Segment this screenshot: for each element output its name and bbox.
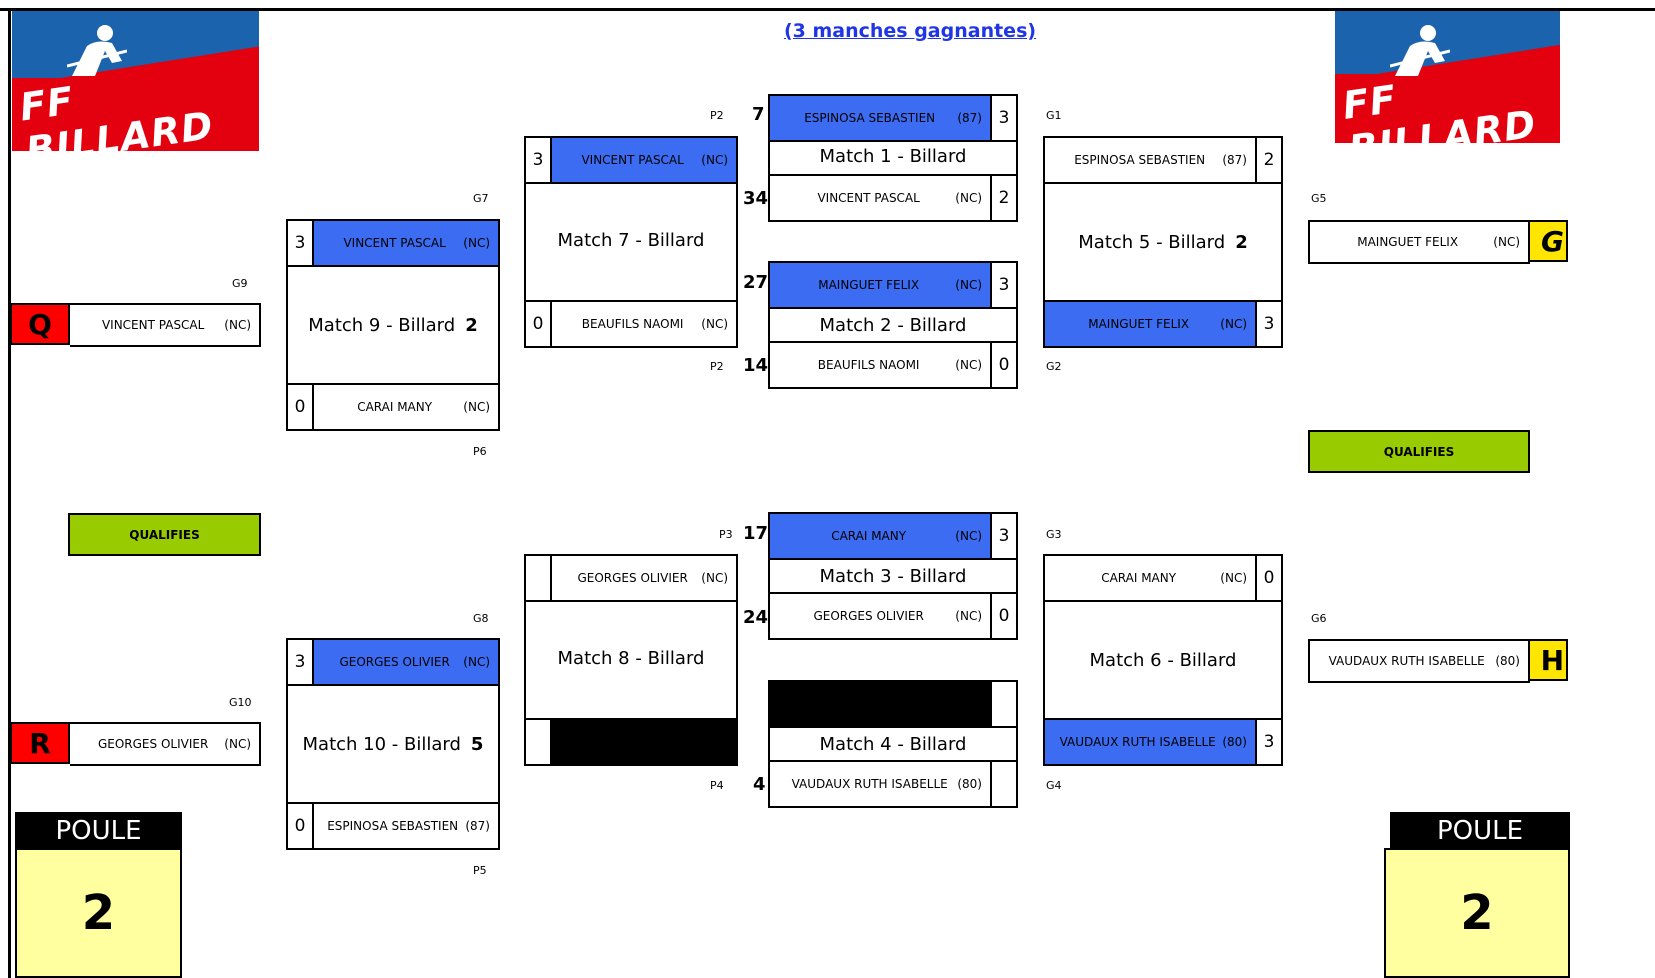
match-1-box: ESPINOSA SEBASTIEN(87) 3 Match 1 - Billa… bbox=[768, 94, 1018, 222]
match-8-box: GEORGES OLIVIER(NC) Match 8 - Billard bbox=[524, 554, 738, 766]
seed-17: 17 bbox=[743, 523, 769, 544]
match-3-box: CARAI MANY(NC) 3 Match 3 - Billard GEORG… bbox=[768, 512, 1018, 640]
match-10-bottom-player[interactable]: 0 ESPINOSA SEBASTIEN(87) bbox=[288, 802, 498, 848]
match-2-box: MAINGUET FELIX(NC) 3 Match 2 - Billard B… bbox=[768, 261, 1018, 389]
frame-top-border bbox=[0, 8, 1655, 11]
tag-g1: G1 bbox=[1046, 109, 1062, 122]
tag-g2: G2 bbox=[1046, 360, 1062, 373]
match-8-label: Match 8 - Billard bbox=[557, 648, 705, 669]
result-letter-h: H bbox=[1528, 639, 1568, 681]
match-3-bottom-player[interactable]: GEORGES OLIVIER(NC) 0 bbox=[770, 592, 1016, 638]
tag-p2-bottom: P2 bbox=[710, 360, 724, 373]
ffbillard-logo-right: FF BILLARD bbox=[1335, 11, 1560, 143]
match-2-label: Match 2 - Billard bbox=[819, 315, 967, 336]
match-8-bottom-player[interactable] bbox=[526, 718, 736, 764]
seed-14: 14 bbox=[743, 355, 769, 376]
tag-p3: P3 bbox=[719, 528, 733, 541]
seed-34: 34 bbox=[743, 188, 769, 209]
match-5-box: ESPINOSA SEBASTIEN(87) 2 Match 5 - Billa… bbox=[1043, 136, 1283, 348]
result-letter-r: R bbox=[10, 722, 70, 764]
qualifies-badge-right: QUALIFIES bbox=[1308, 430, 1530, 473]
result-g-player[interactable]: MAINGUET FELIX(NC) bbox=[1308, 220, 1530, 264]
tag-g4: G4 bbox=[1046, 779, 1062, 792]
match-10-box: 3 GEORGES OLIVIER(NC) Match 10 - Billard… bbox=[286, 638, 500, 850]
match-2-bottom-player[interactable]: BEAUFILS NAOMI(NC) 0 bbox=[770, 341, 1016, 387]
tag-g10: G10 bbox=[229, 696, 252, 709]
tag-p6: P6 bbox=[473, 445, 487, 458]
tag-g5: G5 bbox=[1311, 192, 1327, 205]
match-7-top-player[interactable]: 3 VINCENT PASCAL(NC) bbox=[526, 138, 736, 184]
match-6-bottom-player[interactable]: VAUDAUX RUTH ISABELLE(80) 3 bbox=[1045, 718, 1281, 764]
seed-24: 24 bbox=[743, 607, 769, 628]
match-8-top-player[interactable]: GEORGES OLIVIER(NC) bbox=[526, 556, 736, 602]
poule-label-right: POULE bbox=[1390, 812, 1570, 850]
seed-4: 4 bbox=[753, 774, 766, 795]
match-1-label: Match 1 - Billard bbox=[819, 146, 967, 167]
tag-g7: G7 bbox=[473, 192, 489, 205]
tag-p5: P5 bbox=[473, 864, 487, 877]
ffbillard-logo-left: FF BILLARD bbox=[12, 11, 259, 151]
match-1-top-player[interactable]: ESPINOSA SEBASTIEN(87) 3 bbox=[770, 96, 1016, 142]
result-h-player[interactable]: VAUDAUX RUTH ISABELLE(80) bbox=[1308, 639, 1530, 683]
tag-g9: G9 bbox=[232, 277, 248, 290]
poule-number-left: 2 bbox=[15, 848, 182, 978]
match-4-bottom-player[interactable]: VAUDAUX RUTH ISABELLE(80) bbox=[770, 760, 1016, 806]
frame-left-border bbox=[8, 8, 11, 978]
result-r-player[interactable]: GEORGES OLIVIER(NC) bbox=[70, 722, 261, 766]
match-7-label: Match 7 - Billard bbox=[557, 230, 705, 251]
match-5-bottom-player[interactable]: MAINGUET FELIX(NC) 3 bbox=[1045, 300, 1281, 346]
match-3-label: Match 3 - Billard bbox=[819, 566, 967, 587]
match-1-bottom-player[interactable]: VINCENT PASCAL(NC) 2 bbox=[770, 174, 1016, 220]
tag-g6: G6 bbox=[1311, 612, 1327, 625]
match-4-top-player[interactable] bbox=[770, 682, 1016, 728]
tag-g8: G8 bbox=[473, 612, 489, 625]
qualifies-badge-left: QUALIFIES bbox=[68, 513, 261, 556]
result-q-player[interactable]: VINCENT PASCAL(NC) bbox=[70, 303, 261, 347]
match-7-bottom-player[interactable]: 0 BEAUFILS NAOMI(NC) bbox=[526, 300, 736, 346]
match-7-box: 3 VINCENT PASCAL(NC) Match 7 - Billard 0… bbox=[524, 136, 738, 348]
match-6-top-player[interactable]: CARAI MANY(NC) 0 bbox=[1045, 556, 1281, 602]
match-4-box: Match 4 - Billard VAUDAUX RUTH ISABELLE(… bbox=[768, 680, 1018, 808]
match-3-top-player[interactable]: CARAI MANY(NC) 3 bbox=[770, 514, 1016, 560]
poule-label-left: POULE bbox=[15, 812, 182, 850]
match-2-top-player[interactable]: MAINGUET FELIX(NC) 3 bbox=[770, 263, 1016, 309]
match-10-top-player[interactable]: 3 GEORGES OLIVIER(NC) bbox=[288, 640, 498, 686]
page-title[interactable]: (3 manches gagnantes) bbox=[783, 20, 1037, 42]
result-letter-q: Q bbox=[10, 303, 70, 345]
match-9-top-player[interactable]: 3 VINCENT PASCAL(NC) bbox=[288, 221, 498, 267]
tag-p2-top: P2 bbox=[710, 109, 724, 122]
match-6-box: CARAI MANY(NC) 0 Match 6 - Billard VAUDA… bbox=[1043, 554, 1283, 766]
poule-number-right: 2 bbox=[1384, 848, 1570, 978]
seed-27: 27 bbox=[743, 272, 769, 293]
match-5-top-player[interactable]: ESPINOSA SEBASTIEN(87) 2 bbox=[1045, 138, 1281, 184]
tag-g3: G3 bbox=[1046, 528, 1062, 541]
result-letter-g: G bbox=[1528, 220, 1568, 262]
billiard-player-icon bbox=[1390, 25, 1450, 76]
match-4-label: Match 4 - Billard bbox=[819, 734, 967, 755]
tag-p4: P4 bbox=[710, 779, 724, 792]
seed-7: 7 bbox=[752, 104, 765, 125]
billiard-player-icon bbox=[67, 25, 127, 76]
match-9-bottom-player[interactable]: 0 CARAI MANY(NC) bbox=[288, 383, 498, 429]
match-6-label: Match 6 - Billard bbox=[1089, 650, 1237, 671]
